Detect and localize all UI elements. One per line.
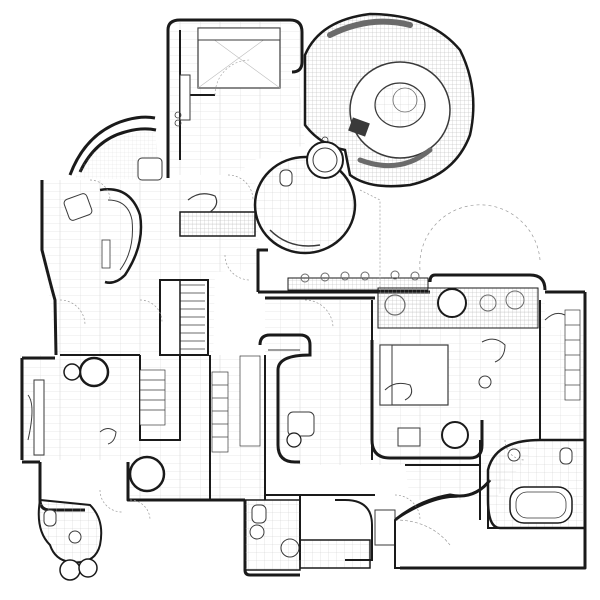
round-column: [59, 559, 81, 581]
south-terrace: [394, 479, 586, 569]
figure: [384, 382, 413, 401]
sink: [68, 530, 82, 544]
planting-strip: [357, 147, 433, 169]
round-pool-room: [253, 141, 357, 255]
sink: [507, 448, 521, 462]
toilet: [43, 509, 57, 527]
desk: [397, 427, 421, 447]
shelving-units: [139, 309, 581, 453]
circular-garden-courtyard: [303, 12, 475, 188]
round-planter: [374, 82, 426, 128]
east-bedroom: [370, 312, 566, 460]
door-swing-arcs: [59, 174, 541, 546]
dog-figure: [99, 428, 117, 445]
corridor-planters: [287, 270, 539, 329]
bathroom-bathtub: [486, 438, 587, 530]
toilet: [251, 504, 267, 524]
shrub: [479, 294, 497, 312]
living-room: [258, 333, 315, 464]
shower: [299, 539, 371, 569]
round-column: [441, 421, 469, 449]
decor: [27, 355, 396, 546]
planting-strip: [327, 18, 413, 38]
shelf: [239, 355, 261, 447]
armchair: [63, 193, 93, 221]
curved-bench: [269, 229, 321, 247]
central-bench: [179, 193, 256, 237]
curved-lounge-west: [99, 188, 143, 284]
tree: [392, 87, 418, 113]
cabinet: [374, 509, 396, 546]
bathtub: [509, 486, 573, 524]
shrub: [505, 290, 525, 310]
door-swing-arc: [214, 59, 251, 96]
staircase: [159, 279, 209, 356]
bed-headboard: [197, 27, 281, 41]
wardrobe: [179, 74, 191, 121]
sink: [249, 524, 265, 540]
round-column: [306, 141, 344, 179]
bathroom-south: [244, 499, 373, 571]
shrub: [384, 294, 406, 316]
curved-sofa: [258, 333, 312, 464]
master-bedroom: [174, 27, 281, 127]
toilet: [279, 169, 293, 187]
sun-lounger: [348, 117, 370, 137]
cabinet: [33, 379, 45, 456]
northwest-room: [63, 131, 163, 221]
deer-sculpture: [187, 193, 218, 213]
toilet: [559, 447, 573, 465]
bed-headboard: [379, 344, 393, 406]
chair: [481, 338, 506, 363]
round-column: [437, 288, 467, 318]
round-columns: [63, 356, 302, 493]
armchair: [287, 411, 315, 437]
side-table: [478, 375, 492, 389]
bathroom-southwest: [37, 498, 103, 581]
armchair: [137, 157, 163, 181]
